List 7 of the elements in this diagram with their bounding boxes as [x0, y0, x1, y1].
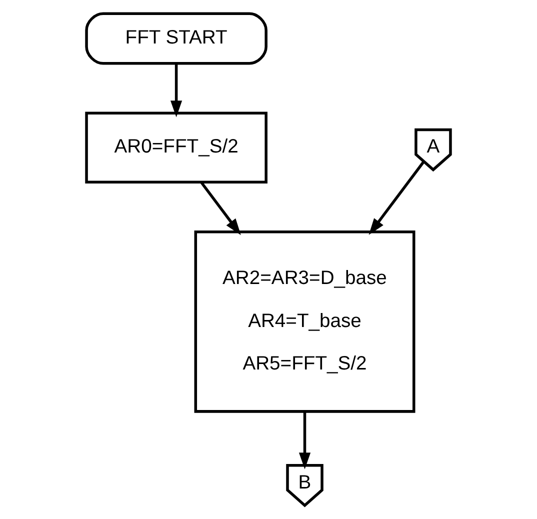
- arrow: [200, 182, 241, 236]
- node-box: AR2=AR3=D_base AR4=T_base AR5=FFT_S/2: [194, 230, 416, 413]
- node-box: FFT START: [85, 12, 268, 65]
- node-box: AR0=FFT_S/2: [85, 112, 268, 184]
- arrow: [298, 412, 311, 470]
- arrow: [368, 161, 425, 235]
- arrow: [170, 64, 182, 118]
